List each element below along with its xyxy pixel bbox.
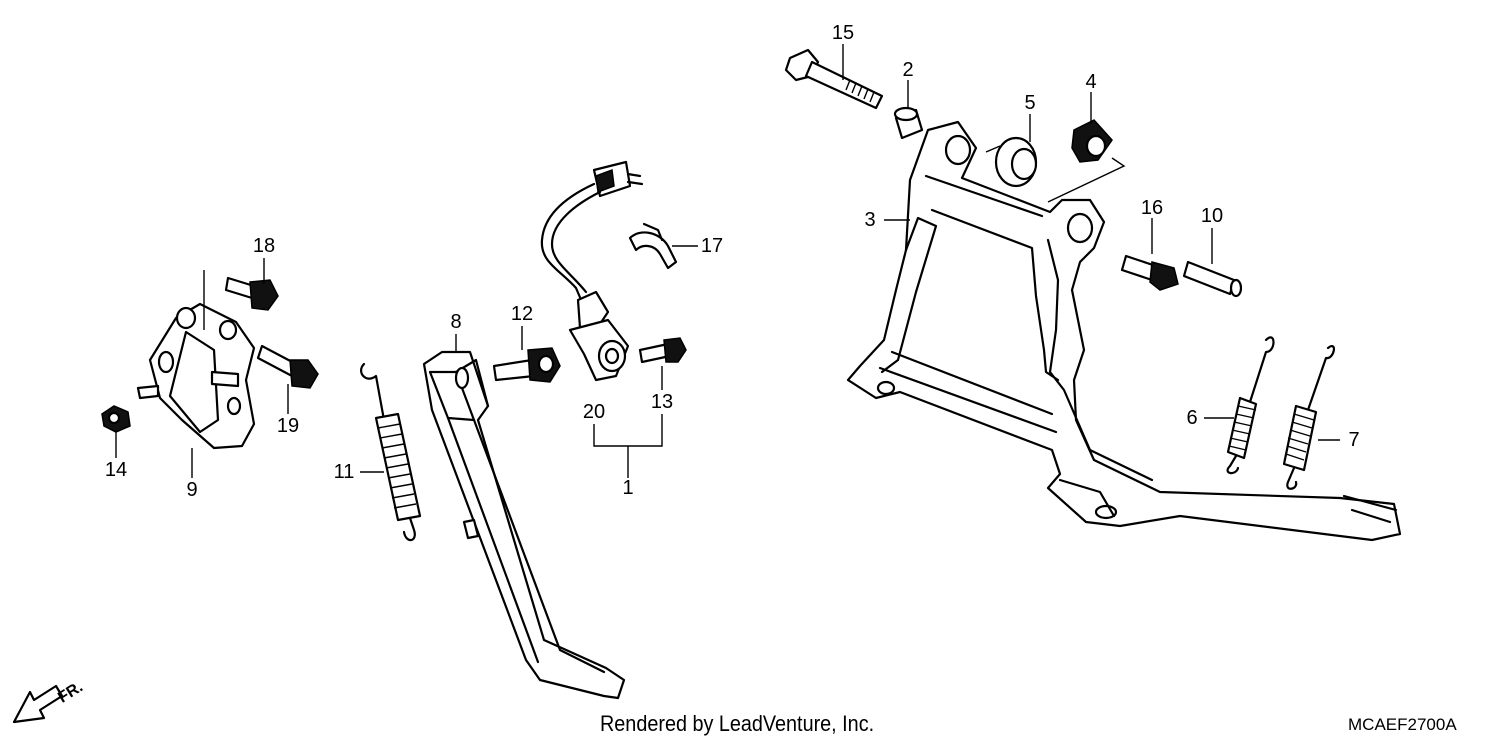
callout-16[interactable]: 16 [1140, 197, 1164, 219]
part-2-collar[interactable] [893, 106, 924, 140]
callout-12[interactable]: 12 [510, 303, 534, 325]
callout-13[interactable]: 13 [650, 391, 674, 413]
callout-7[interactable]: 7 [1348, 429, 1360, 451]
part-17-clip[interactable] [628, 222, 678, 270]
callout-17[interactable]: 17 [700, 235, 724, 257]
callout-5[interactable]: 5 [1024, 92, 1036, 114]
part-8-side-stand[interactable] [422, 350, 626, 700]
part-11-spring[interactable] [360, 362, 422, 542]
front-direction-arrow [12, 684, 64, 724]
part-9-bracket[interactable] [136, 302, 256, 450]
leader-lines [115, 44, 1340, 478]
part-7-spring[interactable] [1282, 345, 1335, 490]
part-6-spring[interactable] [1226, 336, 1275, 475]
part-5-bushing[interactable] [994, 136, 1038, 188]
callout-15[interactable]: 15 [831, 22, 855, 44]
callout-8[interactable]: 8 [450, 311, 462, 333]
part-3-main-stand[interactable] [846, 120, 1402, 542]
callout-19[interactable]: 19 [276, 415, 300, 437]
render-credit: Rendered by LeadVenture, Inc. [600, 711, 875, 736]
part-16-bolt[interactable] [1120, 254, 1179, 291]
part-10-pin[interactable] [1182, 260, 1243, 298]
part-18-bolt[interactable] [224, 276, 279, 311]
callout-2[interactable]: 2 [902, 59, 914, 81]
part-15-bolt[interactable] [784, 48, 884, 110]
part-14-nut[interactable] [101, 405, 131, 433]
part-20-switch[interactable] [540, 160, 644, 382]
callout-20[interactable]: 20 [582, 401, 606, 423]
callout-3[interactable]: 3 [864, 209, 876, 231]
callout-1[interactable]: 1 [622, 477, 634, 499]
callout-11[interactable]: 11 [333, 461, 355, 483]
callout-18[interactable]: 18 [252, 235, 276, 257]
callout-4[interactable]: 4 [1085, 71, 1097, 93]
callout-14[interactable]: 14 [104, 459, 128, 481]
part-4-bushing[interactable] [1071, 119, 1113, 163]
callout-10[interactable]: 10 [1200, 205, 1224, 227]
diagram-code: MCAEF2700A [1348, 715, 1457, 734]
part-13-bolt[interactable] [638, 337, 687, 364]
callout-9[interactable]: 9 [186, 479, 198, 501]
part-19-bolt[interactable] [256, 344, 319, 389]
part-12-bolt[interactable] [492, 347, 561, 383]
callout-6[interactable]: 6 [1186, 407, 1198, 429]
